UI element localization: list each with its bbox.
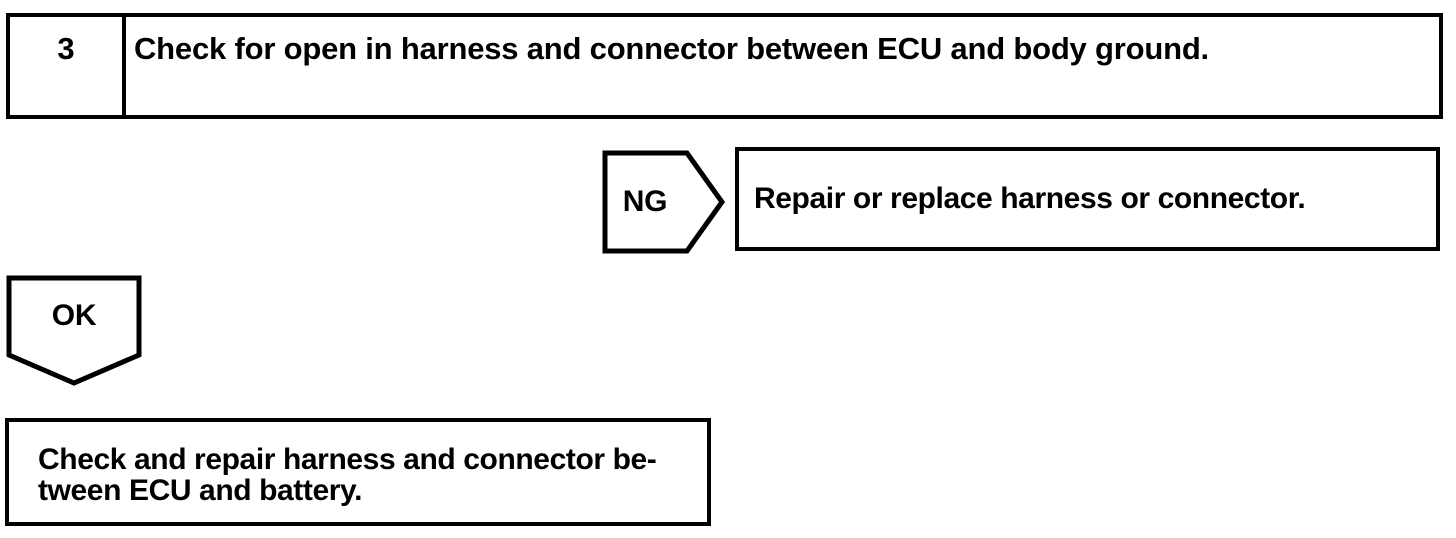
ok-action-text-line1: Check and repair harness and connector b… [38,443,657,476]
ok-label: OK [51,299,97,332]
ng-arrow-icon [602,150,726,254]
ok-action-box: Check and repair harness and connector b… [5,418,711,526]
ok-arrow-icon [6,275,142,386]
ok-branch-marker: OK [6,275,142,387]
ng-action-box: Repair or replace harness or connector. [735,147,1440,251]
ng-action-text: Repair or replace harness or connector. [754,182,1306,215]
ng-branch-marker: NG [602,150,726,254]
ng-label: NG [622,185,668,218]
step-instruction: Check for open in harness and connector … [134,31,1209,66]
ok-action-text-line2: tween ECU and battery. [38,474,363,507]
step-number: 3 [10,17,126,115]
step-box: 3 Check for open in harness and connecto… [6,13,1443,119]
